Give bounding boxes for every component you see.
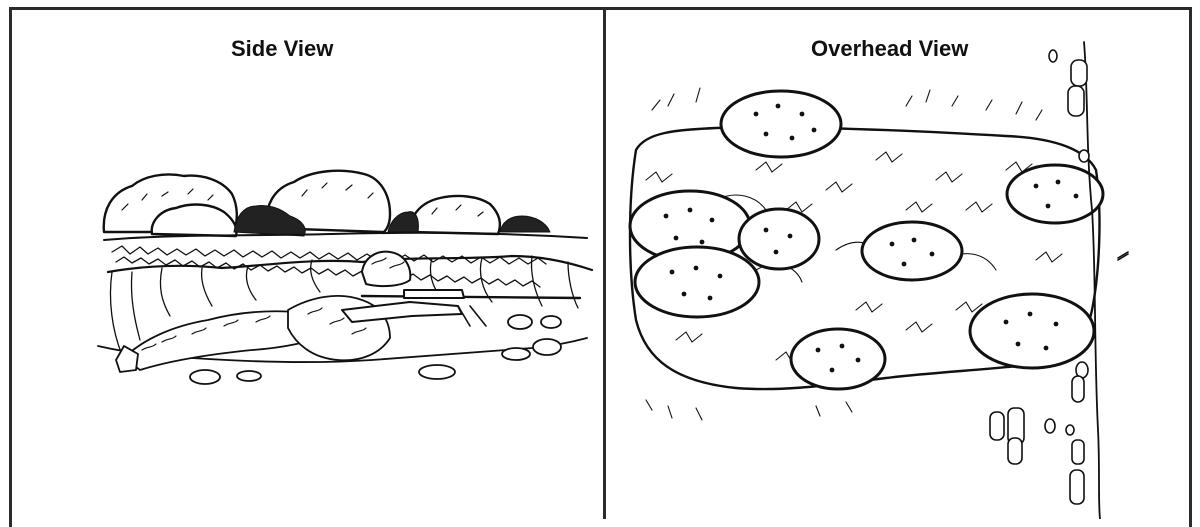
rifle-bipod — [458, 306, 486, 326]
rifle-barrel — [362, 296, 580, 298]
dark-shrub-2 — [388, 212, 418, 232]
edge-stones — [990, 50, 1089, 504]
overhead-view-panel: Overhead View — [606, 10, 1189, 519]
dark-shrub-3 — [500, 216, 550, 232]
soldier-helmet — [362, 252, 410, 286]
rifle-tip — [1118, 252, 1128, 260]
rifle-scope — [404, 290, 464, 298]
side-view-panel: Side View — [12, 10, 603, 519]
overhead-view-illustration — [606, 10, 1189, 519]
bush-4 — [410, 196, 500, 234]
side-view-illustration — [12, 10, 603, 519]
